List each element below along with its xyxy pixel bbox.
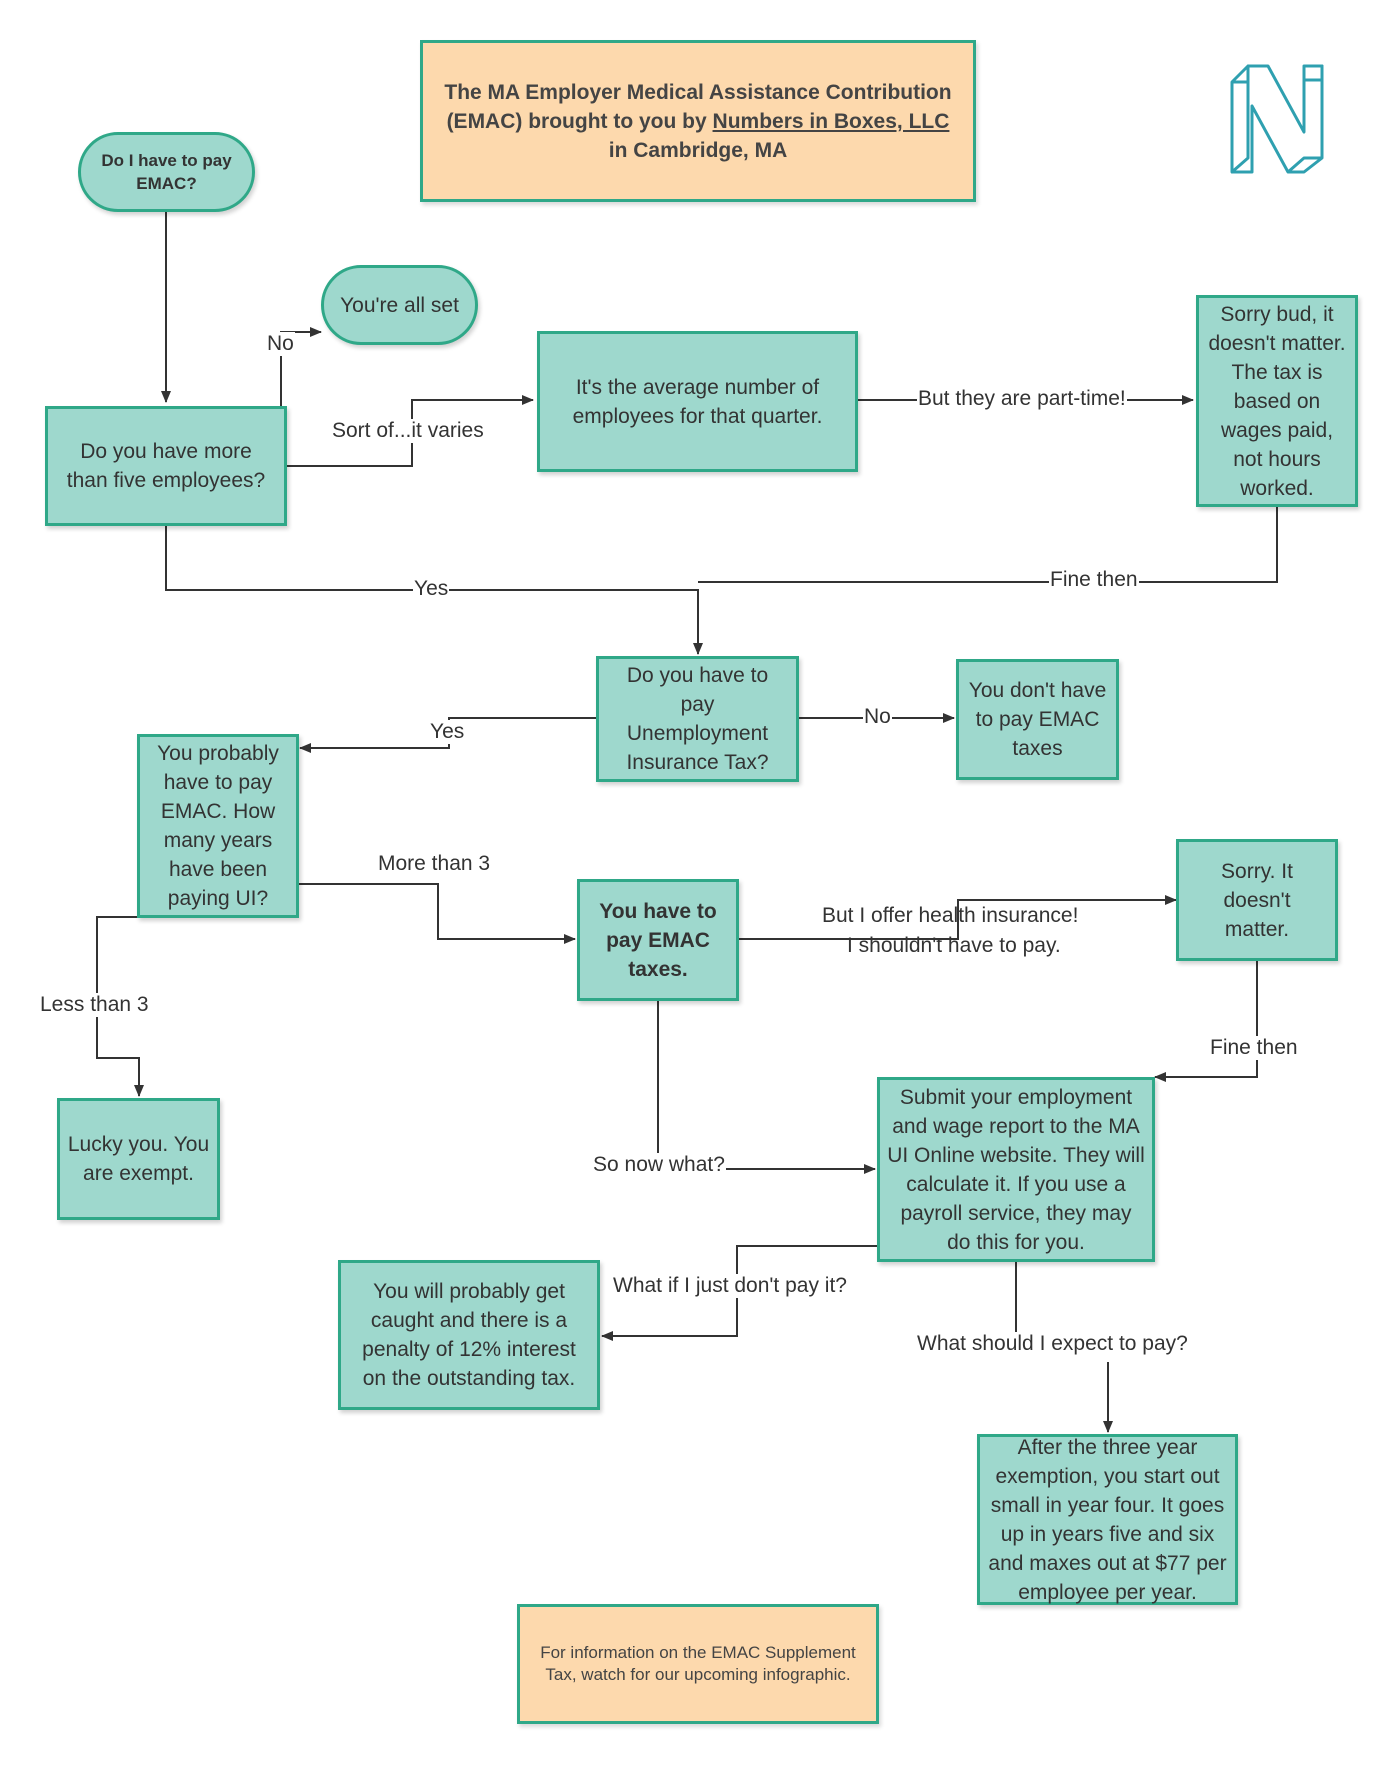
node-no-emac: You don't have to pay EMAC taxes xyxy=(956,659,1119,780)
node-probably: You probably have to pay EMAC. How many … xyxy=(137,734,299,918)
node-start: Do I have to pay EMAC? xyxy=(78,132,255,212)
edge-fine-then-2 xyxy=(1154,961,1258,1082)
node-average: It's the average number of employees for… xyxy=(537,331,858,472)
node-all-set: You're all set xyxy=(321,265,478,345)
edge-label-less-than-3: Less than 3 xyxy=(39,993,150,1017)
edge-label-more-than-3: More than 3 xyxy=(377,852,492,876)
edge-more-than-3 xyxy=(299,883,576,944)
title-line-2: (EMAC) brought to you by Numbers in Boxe… xyxy=(447,107,950,136)
node-submit: Submit your employment and wage report t… xyxy=(877,1077,1155,1262)
footer-note: For information on the EMAC Supplement T… xyxy=(517,1604,879,1724)
title-line-1: The MA Employer Medical Assistance Contr… xyxy=(444,80,952,104)
edge-label-fine-then-2: Fine then xyxy=(1209,1036,1299,1060)
node-five-employees: Do you have more than five employees? xyxy=(45,406,287,526)
node-have-to-pay: You have to pay EMAC taxes. xyxy=(577,879,739,1001)
edge-label-yes-ui: Yes xyxy=(429,720,466,744)
node-penalty: You will probably get caught and there i… xyxy=(338,1260,600,1410)
edge-less-than-3 xyxy=(96,916,144,1097)
edge-label-dont-pay: What if I just don't pay it? xyxy=(612,1274,848,1298)
edge-label-sort-of: Sort of...it varies xyxy=(331,419,485,443)
edge-label-part-time: But they are part-time! xyxy=(917,387,1127,411)
n-logo-icon xyxy=(1230,64,1324,174)
edge-label-expect-pay: What should I expect to pay? xyxy=(916,1332,1189,1356)
edge-label-yes-main: Yes xyxy=(413,577,450,601)
title-line-2-prefix: (EMAC) brought to you by xyxy=(446,109,713,133)
edge-fine-then-1 xyxy=(698,507,1278,583)
edge-label-no-top: No xyxy=(266,332,295,356)
company-link[interactable]: Numbers in Boxes, LLC xyxy=(712,109,950,133)
node-ui-tax: Do you have to pay Unemployment Insuranc… xyxy=(596,656,799,782)
node-lucky: Lucky you. You are exempt. xyxy=(57,1098,220,1220)
edge-label-no-ui: No xyxy=(863,705,892,729)
edge-health xyxy=(739,895,1177,940)
edge-label-health-1: But I offer health insurance! xyxy=(822,904,1079,927)
edge-label-so-now: So now what? xyxy=(592,1153,726,1177)
node-sorry-bud: Sorry bud, it doesn't matter. The tax is… xyxy=(1196,295,1358,507)
edge-label-health-2: I shouldn't have to pay. xyxy=(847,934,1061,957)
title-line-3: in Cambridge, MA xyxy=(608,138,788,162)
node-sorry-it: Sorry. It doesn't matter. xyxy=(1176,839,1338,961)
edge-label-fine-then-1: Fine then xyxy=(1049,568,1139,592)
edge-so-now xyxy=(657,1001,876,1174)
node-expect: After the three year exemption, you star… xyxy=(977,1434,1238,1605)
title-box: The MA Employer Medical Assistance Contr… xyxy=(420,40,976,202)
